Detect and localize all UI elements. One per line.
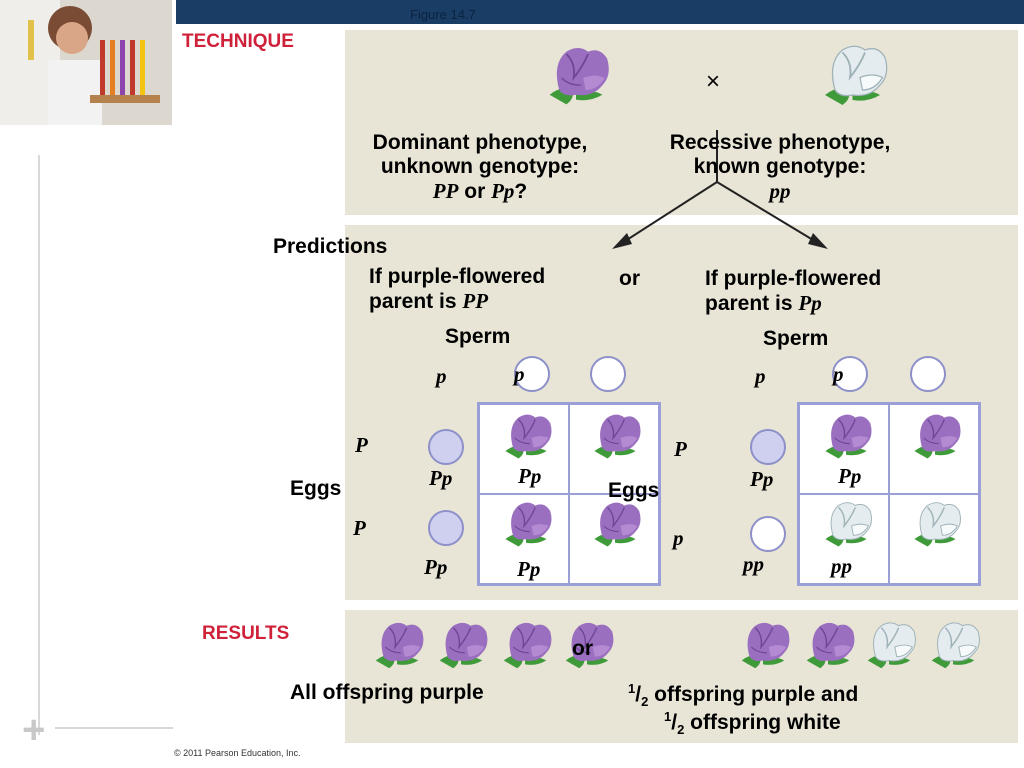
- left-cell: [569, 404, 659, 494]
- right-sperm-circle-2: [910, 356, 946, 392]
- right-sperm-circle-1: [832, 356, 868, 392]
- right-cell: [799, 494, 889, 584]
- left-sperm-label: Sperm: [445, 325, 511, 348]
- result-right-line1: 1/2 offspring purple and: [628, 681, 859, 710]
- purple-flower-icon: [375, 622, 425, 669]
- left-offspring-3: Pp: [424, 555, 448, 579]
- result-right-line2: 1/2 offspring white: [664, 709, 841, 738]
- right-cell: [889, 494, 979, 584]
- left-sperm-circle-1: [514, 356, 550, 392]
- left-case-line1: If purple-flowered: [369, 265, 546, 288]
- right-case-label: If purple-flowered parent is Pp: [705, 267, 881, 316]
- recessive-line1: Recessive phenotype,: [669, 131, 891, 154]
- dominant-genotype-1: PP: [432, 179, 459, 203]
- right-offspring-4: pp: [831, 554, 852, 578]
- left-cell: [479, 404, 569, 494]
- recessive-genotype: pp: [769, 179, 791, 203]
- technique-label: TECHNIQUE: [182, 31, 294, 52]
- white-flower-icon: [913, 501, 962, 548]
- left-offspring-2: Pp: [429, 466, 453, 490]
- or-label: or: [619, 267, 640, 290]
- purple-flower-icon: [504, 501, 553, 548]
- purple-flower-icon: [503, 622, 553, 669]
- right-offspring-1: Pp: [838, 464, 862, 488]
- right-egg-circle-1: [750, 429, 786, 465]
- purple-flower-icon: [741, 622, 791, 669]
- fraction-numerator: 1: [628, 681, 636, 696]
- dominant-line2: unknown genotype:: [380, 155, 580, 178]
- recessive-line2: known genotype:: [693, 155, 867, 178]
- purple-parent-flower-icon: [548, 47, 610, 106]
- right-egg-allele-1: P: [674, 437, 687, 461]
- purple-flower-icon: [504, 413, 553, 460]
- purple-flower-icon: [824, 413, 873, 460]
- right-case-line2: parent is: [705, 292, 799, 315]
- results-or-label: or: [572, 637, 593, 660]
- right-case-genotype: Pp: [798, 291, 822, 315]
- results-label: RESULTS: [202, 623, 290, 644]
- left-offspring-1: Pp: [518, 464, 542, 488]
- predictions-label: Predictions: [273, 235, 388, 258]
- right-case-line1: If purple-flowered: [705, 267, 882, 290]
- decorative-horizontal-line: [55, 727, 173, 729]
- right-cell: [889, 404, 979, 494]
- result-right-text2: offspring white: [684, 711, 841, 734]
- white-flower-icon: [931, 622, 981, 669]
- white-parent-flower-icon: [824, 45, 888, 106]
- right-eggs-label: Eggs: [608, 479, 660, 502]
- header-photo: [0, 0, 172, 125]
- dominant-parent-label: Dominant phenotype, unknown genotype: PP…: [340, 131, 620, 204]
- white-flower-icon: [867, 622, 917, 669]
- figure-label: Figure 14.7: [410, 7, 476, 22]
- left-egg-allele-2: P: [353, 516, 366, 540]
- result-left-text: All offspring purple: [290, 681, 484, 704]
- fraction-numerator: 1: [664, 709, 672, 724]
- left-egg-allele-1: P: [355, 433, 368, 457]
- cross-arrows: [612, 130, 828, 249]
- right-sperm-label: Sperm: [763, 327, 829, 350]
- right-egg-allele-2: p: [673, 526, 684, 550]
- left-case-label: If purple-flowered parent is PP: [369, 265, 545, 314]
- purple-flower-icon: [913, 413, 962, 460]
- left-case-genotype: PP: [462, 289, 489, 313]
- dominant-question: ?: [514, 180, 528, 203]
- right-offspring-3: pp: [743, 552, 764, 576]
- left-case-line2: parent is: [369, 290, 463, 313]
- left-sperm-allele-1: p: [436, 364, 447, 388]
- copyright-text: © 2011 Pearson Education, Inc.: [174, 748, 301, 758]
- white-flower-icon: [824, 501, 873, 548]
- fraction-denominator: 2: [677, 722, 685, 738]
- plus-icon: +: [22, 708, 46, 752]
- decorative-vertical-line: [38, 155, 40, 735]
- left-offspring-4: Pp: [517, 557, 541, 581]
- left-egg-circle-1: [428, 429, 464, 465]
- left-cell: [569, 494, 659, 584]
- scientist-photo-icon: [0, 0, 172, 125]
- right-cell: [799, 404, 889, 494]
- right-offspring-2: Pp: [750, 467, 774, 491]
- left-eggs-label: Eggs: [290, 477, 342, 500]
- fraction-denominator: 2: [641, 694, 649, 710]
- dominant-or: or: [458, 180, 492, 203]
- cross-symbol: ×: [706, 68, 721, 95]
- left-egg-circle-2: [428, 510, 464, 546]
- purple-flower-icon: [439, 622, 489, 669]
- header-bar: [176, 0, 1024, 24]
- left-sperm-circle-2: [590, 356, 626, 392]
- recessive-parent-label: Recessive phenotype, known genotype: pp: [630, 131, 930, 204]
- dominant-line1: Dominant phenotype,: [372, 131, 588, 154]
- purple-flower-icon: [593, 413, 642, 460]
- result-right-text1: offspring purple and: [648, 683, 859, 706]
- purple-flower-icon: [593, 501, 642, 548]
- purple-flower-icon: [806, 622, 856, 669]
- left-cell: [479, 494, 569, 584]
- right-egg-circle-2: [750, 516, 786, 552]
- right-sperm-allele-1: p: [755, 364, 766, 388]
- right-sperm-allele-2: p: [833, 362, 844, 386]
- dominant-genotype-2: Pp: [491, 179, 515, 203]
- left-sperm-allele-2: p: [514, 362, 525, 386]
- technique-panel: [345, 30, 1018, 215]
